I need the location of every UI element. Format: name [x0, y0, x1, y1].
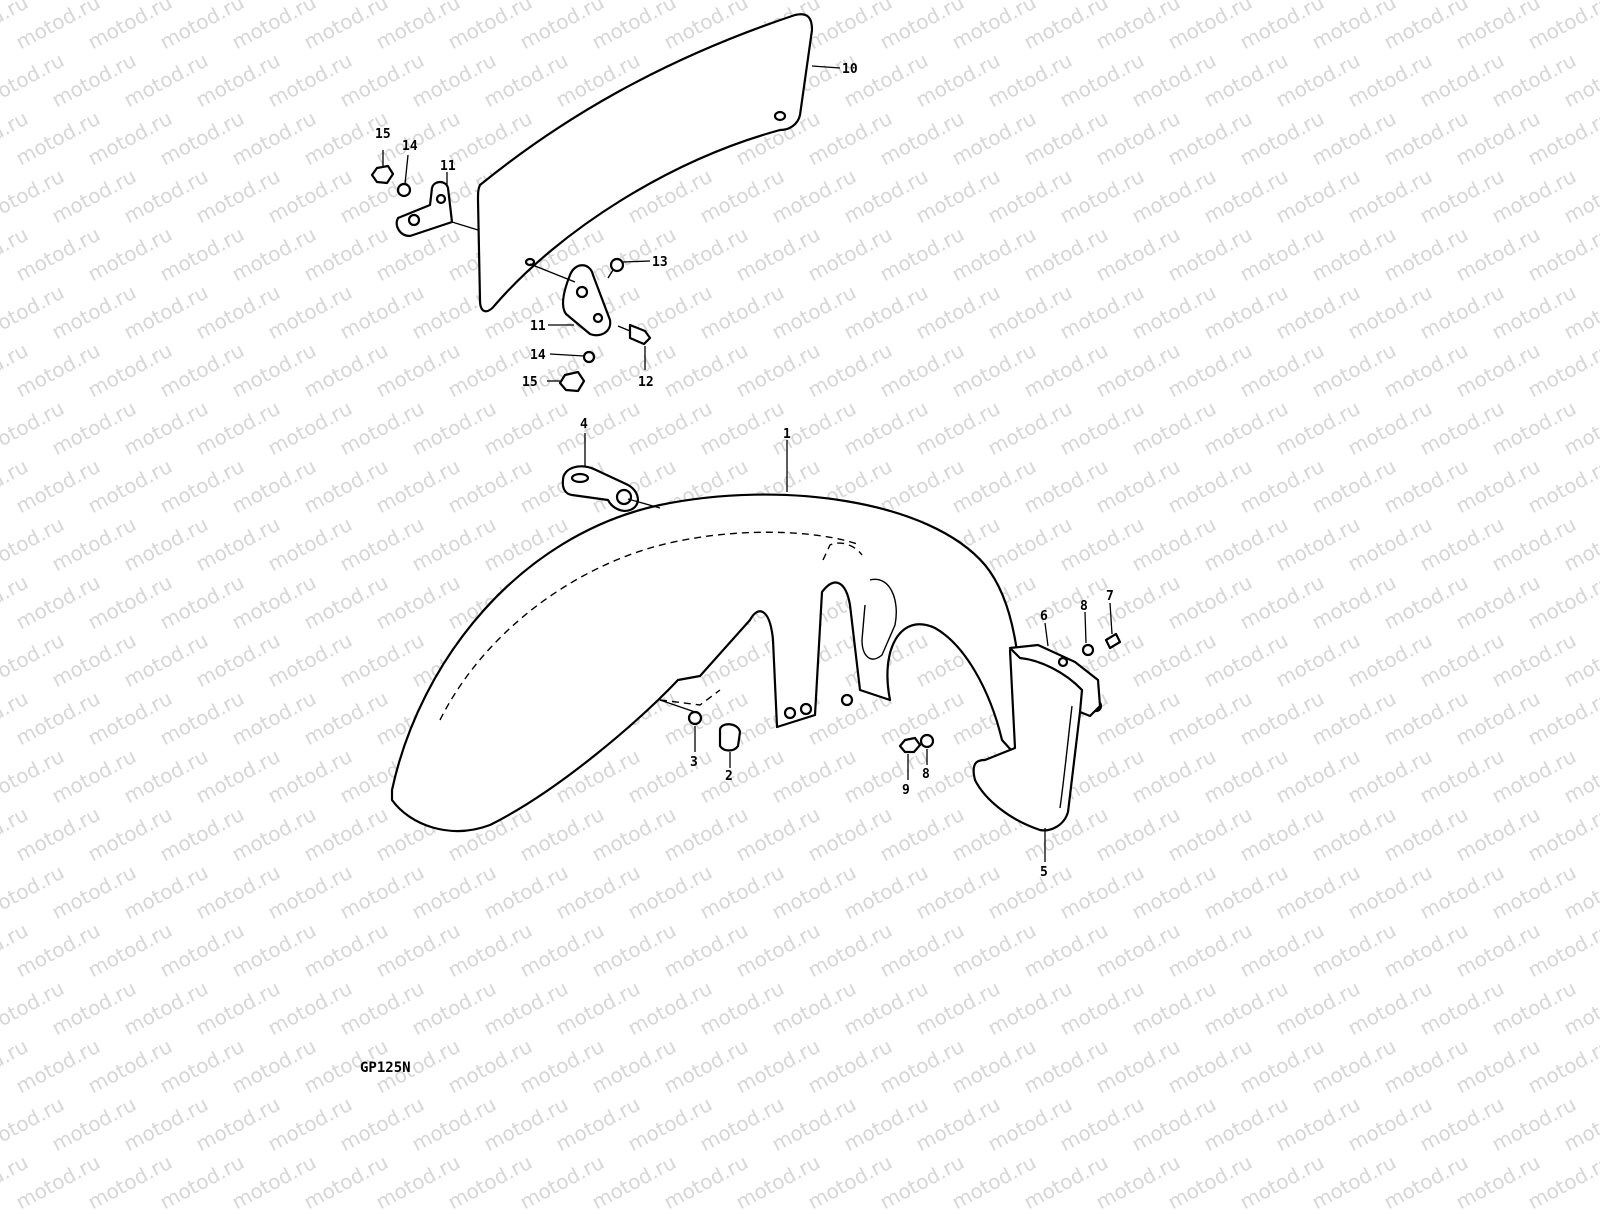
part-15-upper-nut: [370, 164, 395, 185]
part-7-screw: [1104, 632, 1122, 650]
part-4-cable-clamp: [561, 465, 639, 512]
callout-14: 14: [402, 139, 418, 154]
part-6-bracket: [1008, 643, 1102, 718]
callout-14-lower: 14: [530, 348, 546, 363]
part-9-nut: [898, 736, 922, 754]
part-11-upper-bracket: [395, 180, 454, 238]
part-11-lower-bracket: [561, 264, 612, 337]
callout-2: 2: [725, 769, 733, 784]
callout-labels: 10 15 14 11 13 11 12 14 15 4 1 6 8 7 3 2…: [375, 62, 1114, 880]
part-10-flap: [476, 13, 814, 313]
callout-15: 15: [375, 127, 391, 142]
callout-13: 13: [652, 255, 668, 270]
callout-6: 6: [1040, 609, 1048, 624]
callout-10: 10: [842, 62, 858, 77]
callout-5: 5: [1040, 865, 1048, 880]
part-3-washer: [687, 710, 703, 726]
part-2-bolt: [718, 723, 742, 752]
callout-11: 11: [440, 159, 456, 174]
model-code-label: GP125N: [360, 1060, 411, 1076]
callout-8-upper: 8: [1080, 599, 1088, 614]
callout-3: 3: [690, 755, 698, 770]
part-8-upper-washer: [1081, 643, 1095, 657]
callout-9: 9: [902, 783, 910, 798]
part-8-lower-washer: [919, 733, 935, 749]
part-15-lower-nut: [558, 370, 586, 393]
part-12-bolt: [617, 323, 652, 346]
part-13-screw: [607, 257, 625, 279]
leader-lines: [382, 65, 1113, 862]
callout-1: 1: [783, 427, 791, 442]
callout-15-lower: 15: [522, 375, 538, 390]
callout-12: 12: [638, 375, 654, 390]
callout-11-lower: 11: [530, 319, 546, 334]
part-14-lower-washer: [582, 350, 596, 364]
callout-8-lower: 8: [922, 767, 930, 782]
callout-7: 7: [1106, 589, 1114, 604]
part-14-upper-washer: [396, 182, 412, 198]
callout-4: 4: [580, 417, 588, 432]
part-1-front-fender: [390, 493, 1023, 833]
